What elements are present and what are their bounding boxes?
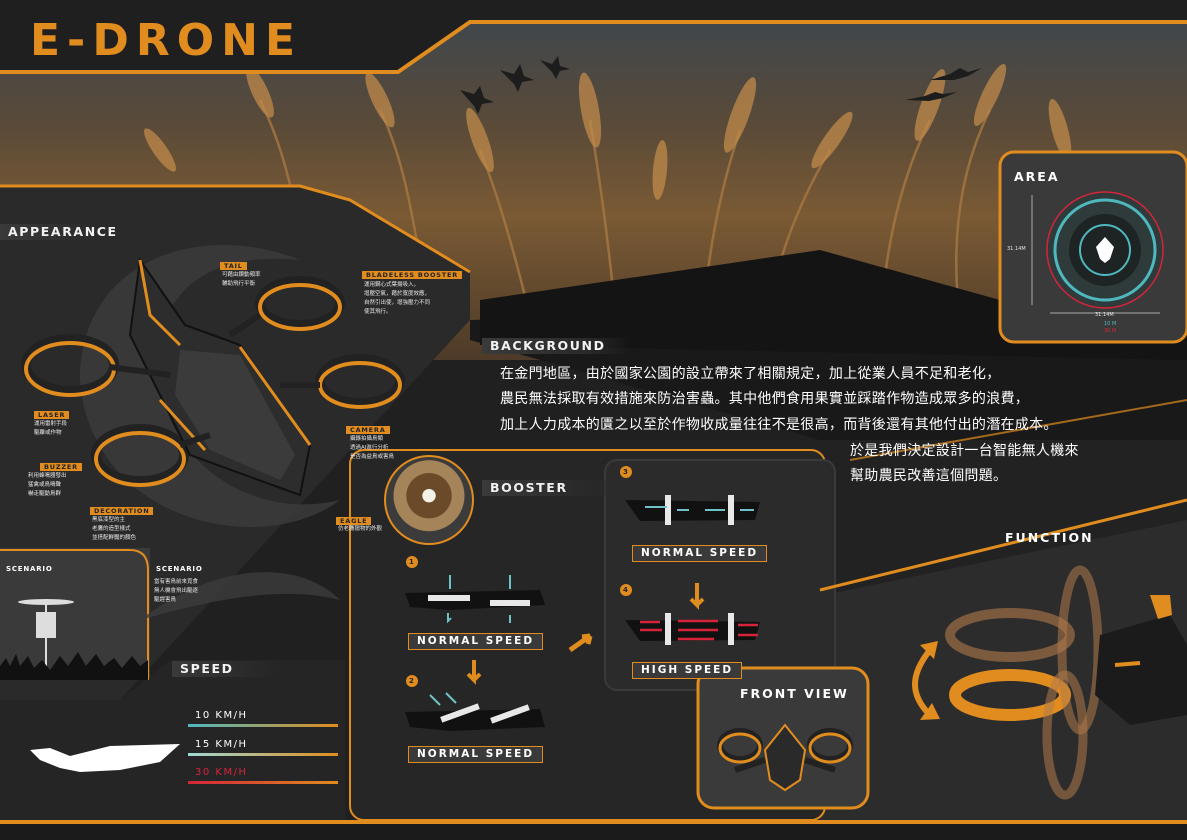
scenario-illustration: [0, 599, 148, 680]
area-ring-10m: 10 M: [1104, 321, 1117, 327]
tag-tail: Tail: [220, 262, 247, 270]
note-eagle: 仿老鷹獵物的外觀: [338, 526, 383, 532]
speed-15-label: 15 KM/H: [195, 739, 248, 750]
header-frame: [0, 0, 1187, 74]
background-line-3: 加上人力成本的匱之以至於作物收成量往往不是很高，而背後還有其他付出的潛在成本。: [500, 417, 1058, 433]
area-ring-30m: 30 M: [1104, 328, 1117, 334]
area-diagram: [1031, 191, 1164, 314]
booster-step4-label: High speed: [632, 662, 743, 679]
speed-10-bar: [188, 724, 338, 727]
note-tail: 可藉由鑽動頻率 輔助飛行平衡: [222, 272, 261, 287]
background-line-1: 在金門地區，由於國家公園的設立帶來了相關規定，加上從業人員不足和老化，: [500, 366, 1001, 382]
section-area-title: Area: [1014, 169, 1060, 184]
note-laser: 運用雷射手段 驅離或作物: [34, 421, 68, 436]
note-buzzer: 利用蜂鳴器發出 猛禽或鳥鳴聲 嚇走驅動鳥群: [28, 473, 67, 497]
background-line-5: 幫助農民改善這個問題。: [850, 468, 1008, 484]
tag-eagle: Eagle: [336, 517, 372, 525]
page-title: E-DRONE: [30, 15, 303, 66]
front-view-drone: [717, 723, 853, 792]
section-front-view-title: Front view: [740, 686, 849, 701]
note-scenario: 當有害鳥前來覓食 無人機會飛出驅逐 驅趕害鳥: [154, 579, 199, 603]
tag-bladeless: Bladeless Booster: [362, 271, 463, 279]
background-line-4: 於是我們決定設計一台智能無人機來: [850, 443, 1079, 459]
booster-step2-number: 2: [409, 677, 414, 685]
eagle-photo: [384, 455, 474, 545]
tag-decoration: Decoration: [90, 507, 154, 515]
speed-30-bar: [188, 781, 338, 784]
note-decoration: 黑底漆型的主 老鷹的造型樣式 並搭配鮮豔的顏色: [92, 517, 137, 541]
tag-buzzer: Buzzer: [40, 463, 82, 471]
section-appearance-title: Appearance: [0, 224, 138, 240]
section-function-title: Function: [1005, 530, 1094, 545]
booster-step1-number: 1: [409, 558, 414, 566]
booster-step1-label: Normal speed: [408, 633, 544, 650]
tag-scenario-right: Scenario: [156, 565, 203, 573]
area-dim-vertical: 31.14M: [1007, 246, 1026, 252]
booster-step3-label: Normal speed: [632, 545, 768, 562]
area-dim-horizontal: 31.14M: [1095, 312, 1114, 318]
section-background-title: Background: [482, 338, 630, 354]
booster-step4-number: 4: [623, 586, 628, 594]
note-bladeless: 運用鋼心式葉揚吸入， 增壓空氣，藉於寬度效應， 自然引出使，增強壓力不同 使其飛…: [364, 282, 431, 315]
speed-10-label: 10 KM/H: [195, 710, 248, 721]
booster-step2-label: Normal speed: [408, 746, 544, 763]
booster-step3-number: 3: [623, 468, 628, 476]
drone-illustration: [21, 257, 405, 497]
drone-side-silhouette: [30, 744, 180, 772]
speed-15-bar: [188, 753, 338, 756]
section-booster-title: Booster: [482, 480, 620, 496]
tag-camera: Camera: [346, 426, 390, 434]
note-camera: 攝錄拍攝鳥類 透過AI進行分析 是否為益鳥或害鳥: [350, 436, 395, 460]
function-rotor-illustration: [912, 565, 1187, 800]
section-speed-title: Speed: [172, 661, 280, 677]
speed-30-label: 30 KM/H: [195, 767, 248, 778]
booster-diagrams: [405, 466, 760, 731]
background-line-2: 農民無法採取有效措施來防治害蟲。其中他們食用果實並踩踏作物造成眾多的浪費，: [500, 391, 1030, 407]
tag-scenario-left: Scenario: [6, 565, 53, 573]
tag-laser: Laser: [34, 411, 70, 419]
